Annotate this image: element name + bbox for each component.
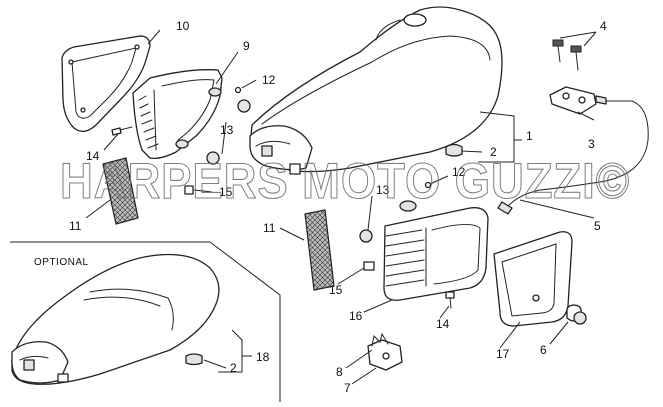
mesh-pad-right [304, 209, 335, 291]
finned-side-body-right [383, 207, 489, 301]
screw-right [445, 291, 455, 309]
screw-left [111, 126, 133, 136]
callout-17: 17 [496, 347, 510, 361]
rubber-grommets-left [175, 86, 251, 165]
bracket-hook [371, 332, 389, 347]
callout-10: 10 [176, 19, 190, 33]
callout-11-left: 11 [69, 219, 82, 233]
callout-3: 3 [588, 137, 595, 151]
callout-5: 5 [594, 219, 601, 233]
side-cover-panel-right [493, 231, 573, 327]
callout-12-left: 12 [262, 73, 276, 87]
watermark-text: HARPERS MOTO GUZZI© [60, 153, 630, 209]
callout-6: 6 [540, 343, 547, 357]
screws-pair [552, 39, 582, 71]
callout-11-right: 11 [263, 221, 276, 235]
leader-lines [85, 29, 597, 385]
callout-13-left: 13 [220, 123, 234, 137]
callout-12-right: 12 [452, 165, 466, 179]
main-seat [249, 6, 503, 175]
finned-side-body-left [132, 69, 223, 160]
clip-right [363, 261, 375, 271]
callout-15-right: 15 [329, 283, 343, 297]
callout-2-bottom: 2 [230, 361, 237, 375]
mesh-pad-left [102, 157, 139, 225]
optional-section-label: OPTIONAL [34, 257, 89, 268]
bracket-plate [367, 339, 403, 371]
callout-13-right: 13 [376, 183, 390, 197]
callout-8: 8 [336, 365, 343, 379]
callout-numbers: 10 9 12 13 14 15 11 11 13 12 1 2 4 3 5 1… [69, 19, 607, 395]
rubber-grommets-center [359, 181, 432, 243]
callout-14-left: 14 [86, 149, 100, 163]
side-cover-panel-left [61, 35, 151, 132]
callout-2-top: 2 [490, 145, 497, 159]
callout-15-left: 15 [219, 185, 233, 199]
callout-1: 1 [526, 129, 533, 143]
clip-left [184, 185, 194, 195]
release-cable [497, 100, 649, 215]
seat-lock [549, 86, 633, 115]
optional-seat [11, 253, 220, 385]
callout-9: 9 [243, 39, 250, 53]
seat-rubber-bumper [445, 143, 463, 157]
lock-cylinder [566, 304, 587, 325]
callout-4: 4 [600, 19, 607, 33]
optional-section-frame [10, 241, 281, 402]
callout-18: 18 [256, 350, 270, 364]
callout-14-right: 14 [436, 317, 450, 331]
callout-7: 7 [344, 381, 351, 395]
callout-16: 16 [349, 309, 363, 323]
